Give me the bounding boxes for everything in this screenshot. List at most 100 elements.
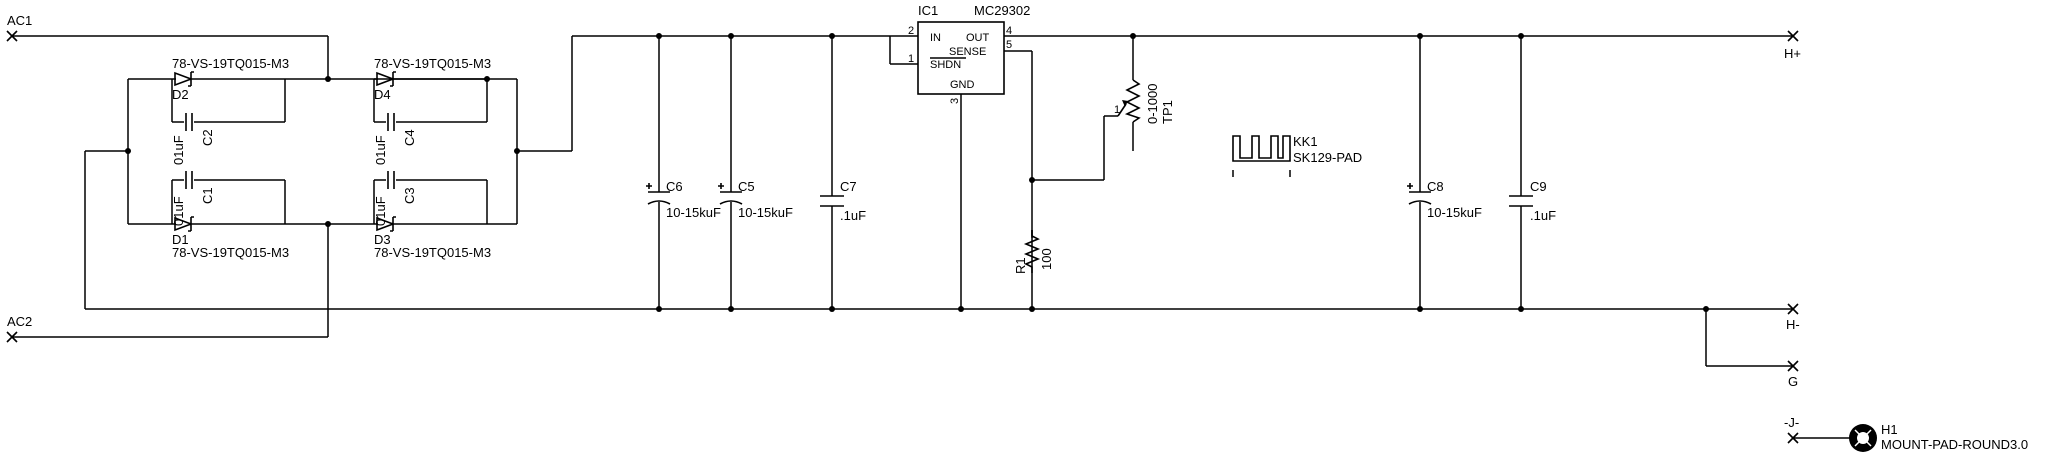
mount-ref: H1 — [1881, 422, 1898, 437]
trimpot-icon — [1124, 79, 1141, 123]
port-x-icon — [1787, 30, 1799, 42]
port-j[interactable]: -J- — [1784, 415, 1799, 444]
ic-pin-sense-num: 5 — [1006, 39, 1012, 51]
port-j-label: -J- — [1784, 415, 1799, 430]
ic-pin-out-num: 4 — [1006, 25, 1012, 37]
trimpot-ref: TP1 — [1160, 100, 1175, 124]
diode-d4[interactable]: 78-VS-19TQ015-M3 D4 — [374, 56, 491, 102]
capacitor-c5[interactable]: C5 10-15kuF — [718, 179, 793, 220]
capacitor-c1[interactable]: 01uF C1 — [171, 171, 215, 226]
capacitor-c7-value: .1uF — [840, 208, 866, 223]
capacitor-c3-value: 01uF — [373, 196, 388, 226]
diode-d2-ref: D2 — [172, 87, 189, 102]
junction-dot — [125, 148, 131, 154]
port-x-icon — [1787, 303, 1799, 315]
junction-dot — [958, 306, 964, 312]
junction-dot — [728, 306, 734, 312]
junction-dot — [1518, 33, 1524, 39]
polarized-capacitor-icon — [719, 191, 743, 205]
capacitor-c1-value: 01uF — [171, 196, 186, 226]
junction-dot — [1029, 306, 1035, 312]
diode-d3-value: 78-VS-19TQ015-M3 — [374, 245, 491, 260]
ic-part: MC29302 — [974, 3, 1030, 18]
port-hminus[interactable]: H- — [1786, 303, 1800, 332]
wiper-arrowhead-icon — [1122, 100, 1128, 107]
port-hminus-label: H- — [1786, 317, 1800, 332]
port-ac1-label: AC1 — [7, 13, 32, 28]
ic-pin-shdn: SHDN — [930, 59, 961, 71]
capacitor-icon — [1509, 195, 1533, 207]
capacitor-c8-ref: C8 — [1427, 179, 1444, 194]
junction-dot — [1417, 306, 1423, 312]
capacitor-icon — [820, 195, 844, 207]
capacitor-c8[interactable]: C8 10-15kuF — [1407, 179, 1482, 220]
diode-d3-ref: D3 — [374, 232, 391, 247]
capacitor-icon — [387, 113, 395, 131]
capacitor-icon — [185, 113, 193, 131]
diode-d1-ref: D1 — [172, 232, 189, 247]
junction-dot — [829, 306, 835, 312]
heatsink-ref: KK1 — [1293, 134, 1318, 149]
ic-pin-in: IN — [930, 32, 941, 44]
plus-icon — [1407, 183, 1413, 189]
resistor-r1[interactable]: R1 100 — [1013, 230, 1054, 274]
diode-d4-ref: D4 — [374, 87, 391, 102]
junction-dot — [514, 148, 520, 154]
capacitor-c9[interactable]: C9 .1uF — [1509, 179, 1556, 223]
mount-pad-cross — [1854, 429, 1872, 447]
capacitor-c8-value: 10-15kuF — [1427, 205, 1482, 220]
port-ac1[interactable]: AC1 — [6, 13, 32, 42]
junction-dot — [1417, 33, 1423, 39]
junction-dot — [325, 76, 331, 82]
port-x-icon — [1787, 360, 1799, 372]
wires — [12, 35, 1850, 439]
junction-dots — [125, 33, 1709, 312]
port-ac2-label: AC2 — [7, 314, 32, 329]
plus-icon — [718, 183, 724, 189]
mount-pad-h1[interactable]: H1 MOUNT-PAD-ROUND3.0 — [1849, 422, 2028, 452]
capacitor-c2[interactable]: 01uF C2 — [171, 113, 215, 165]
junction-dot — [656, 306, 662, 312]
ic-ref: IC1 — [918, 3, 938, 18]
capacitor-c5-value: 10-15kuF — [738, 205, 793, 220]
capacitor-c3[interactable]: 01uF C3 — [373, 171, 417, 226]
resistor-r1-value: 100 — [1039, 248, 1054, 270]
capacitor-c4-value: 01uF — [373, 135, 388, 165]
port-g[interactable]: G — [1787, 360, 1799, 389]
junction-dot — [728, 33, 734, 39]
capacitor-c9-ref: C9 — [1530, 179, 1547, 194]
junction-dot — [325, 221, 331, 227]
capacitor-icon — [387, 171, 395, 189]
heatsink-value: SK129-PAD — [1293, 150, 1362, 165]
ic-pin-gnd-num: 3 — [949, 98, 961, 104]
diode-d2[interactable]: 78-VS-19TQ015-M3 D2 — [172, 56, 289, 102]
port-x-icon — [6, 30, 18, 42]
diode-d2-value: 78-VS-19TQ015-M3 — [172, 56, 289, 71]
diode-d4-value: 78-VS-19TQ015-M3 — [374, 56, 491, 71]
capacitor-c3-ref: C3 — [402, 187, 417, 204]
port-ac2[interactable]: AC2 — [6, 314, 32, 343]
regulator-ic1[interactable]: IC1 MC29302 IN OUT SENSE SHDN GND 2 1 4 … — [908, 3, 1030, 104]
capacitor-c4[interactable]: 01uF C4 — [373, 113, 417, 165]
diode-d1[interactable]: D1 78-VS-19TQ015-M3 — [172, 216, 289, 260]
diode-d1-value: 78-VS-19TQ015-M3 — [172, 245, 289, 260]
capacitor-c2-ref: C2 — [200, 129, 215, 146]
heatsink-kk1[interactable]: KK1 SK129-PAD — [1232, 134, 1362, 177]
resistor-r1-ref: R1 — [1013, 257, 1028, 274]
port-hplus[interactable]: H+ — [1784, 30, 1801, 61]
mount-value: MOUNT-PAD-ROUND3.0 — [1881, 437, 2028, 452]
junction-dot — [484, 76, 490, 82]
ic-pin-gnd: GND — [950, 79, 975, 91]
diode-d3[interactable]: D3 78-VS-19TQ015-M3 — [374, 216, 491, 260]
plus-icon — [646, 183, 652, 189]
ic-body — [917, 21, 1005, 95]
ic-pin-out: OUT — [966, 32, 990, 44]
junction-dot — [829, 33, 835, 39]
port-g-label: G — [1788, 374, 1798, 389]
junction-dot — [1518, 306, 1524, 312]
capacitor-c6[interactable]: C6 10-15kuF — [646, 179, 721, 220]
capacitor-c7[interactable]: C7 .1uF — [820, 179, 866, 223]
capacitor-c6-value: 10-15kuF — [666, 205, 721, 220]
trimpot-tp1[interactable]: 1 0-1000 TP1 — [1114, 79, 1175, 124]
capacitor-c1-ref: C1 — [200, 187, 215, 204]
